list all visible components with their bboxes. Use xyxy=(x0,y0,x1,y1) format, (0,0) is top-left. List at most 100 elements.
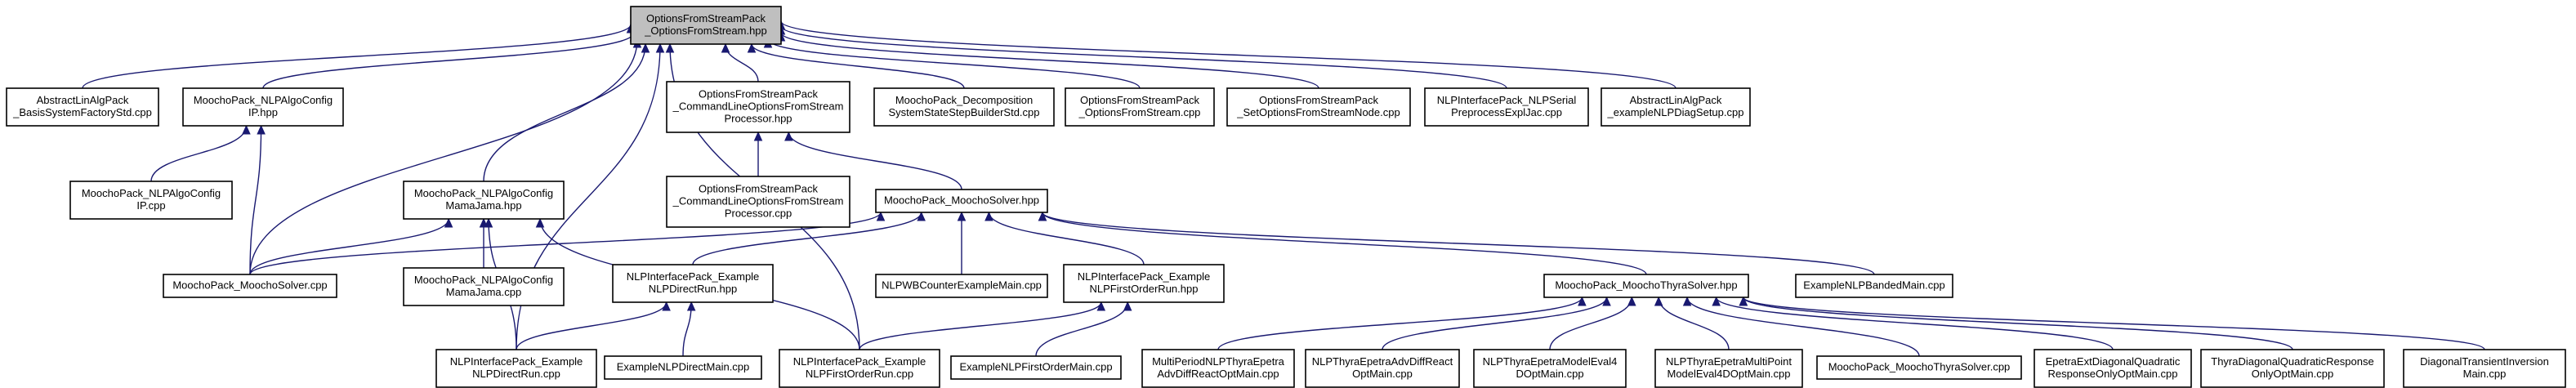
node-box xyxy=(69,181,233,220)
node-label-line: MoochoPack_MoochoThyraSolver.hpp xyxy=(1555,279,1737,292)
edge-abslin_basis-to-root xyxy=(82,24,632,89)
node-label-line: MamaJama.hpp xyxy=(445,199,521,212)
graph-node-banded[interactable]: ExampleNLPBandedMain.cpp xyxy=(1795,274,1953,298)
node-label-line: NLPInterfacePack_Example xyxy=(793,355,926,368)
node-label-line: _CommandLineOptionsFromStream xyxy=(672,195,844,207)
edge-arrowhead xyxy=(1123,301,1132,311)
graph-node-thyrasolver_hpp[interactable]: MoochoPack_MoochoThyraSolver.hpp xyxy=(1543,274,1749,298)
edge-arrowhead xyxy=(257,124,266,135)
edge-directrun_cpp-to-directrun_hpp xyxy=(516,301,667,350)
edge-arrowhead xyxy=(535,217,545,228)
node-label-line: ThyraDiagonalQuadraticResponse xyxy=(2211,355,2373,368)
node-label-line: OptMain.cpp xyxy=(1352,368,1413,380)
node-label-line: ModelEval4DOptMain.cpp xyxy=(1667,368,1790,380)
graph-node-directmain[interactable]: ExampleNLPDirectMain.cpp xyxy=(604,355,762,380)
node-box xyxy=(1795,274,1953,298)
node-label-line: _OptionsFromStream.hpp xyxy=(644,25,767,37)
node-label-line: NLPWBCounterExampleMain.cpp xyxy=(882,279,1042,292)
edge-mamajama_hpp-to-root xyxy=(483,43,646,182)
edge-arrowhead xyxy=(1602,296,1611,306)
edge-nlpserial-to-root xyxy=(780,25,1507,89)
node-box xyxy=(435,349,597,388)
node-box xyxy=(1305,349,1460,388)
edge-arrowhead xyxy=(784,131,793,141)
node-label-line: MoochoPack_NLPAlgoConfig xyxy=(414,187,553,199)
node-box xyxy=(6,87,159,127)
node-label-line: MoochoPack_NLPAlgoConfig xyxy=(414,274,553,286)
node-label-line: OptionsFromStreamPack xyxy=(1080,94,1199,106)
graph-node-root[interactable]: OptionsFromStreamPack_OptionsFromStream.… xyxy=(630,6,782,45)
edge-firstorderrun_hpp-to-moochosolver_hpp xyxy=(988,212,1145,265)
node-label-line: PreprocessExplJac.cpp xyxy=(1451,106,1562,118)
graph-node-abslin_example[interactable]: AbstractLinAlgPack_exampleNLPDiagSetup.c… xyxy=(1601,87,1751,127)
graph-node-cmdline_hpp[interactable]: OptionsFromStreamPack_CommandLineOptions… xyxy=(666,81,850,133)
node-label-line: MultiPeriodNLPThyraEpetra xyxy=(1152,355,1285,368)
graph-node-multiperiod[interactable]: MultiPeriodNLPThyraEpetraAdvDiffReactOpt… xyxy=(1141,349,1295,388)
graph-node-ofs_cpp[interactable]: OptionsFromStreamPack_OptionsFromStream.… xyxy=(1065,87,1215,127)
node-label-line: NLPInterfacePack_Example xyxy=(450,355,583,368)
graph-node-firstordermain[interactable]: ExampleNLPFirstOrderMain.cpp xyxy=(950,355,1122,380)
node-label-line: _BasisSystemFactoryStd.cpp xyxy=(12,106,152,118)
graph-node-abslin_basis[interactable]: AbstractLinAlgPack_BasisSystemFactoryStd… xyxy=(6,87,159,127)
edge-directrun_hpp-to-moochosolver_hpp xyxy=(692,212,922,265)
graph-node-thyrasolver_cpp[interactable]: MoochoPack_MoochoThyraSolver.cpp xyxy=(1816,355,2022,380)
graph-node-firstorderrun_cpp[interactable]: NLPInterfacePack_ExampleNLPFirstOrderRun… xyxy=(779,349,940,388)
node-label-line: ExampleNLPFirstOrderMain.cpp xyxy=(959,361,1112,373)
node-box xyxy=(779,349,940,388)
graph-node-firstorderrun_hpp[interactable]: NLPInterfacePack_ExampleNLPFirstOrderRun… xyxy=(1063,264,1225,303)
graph-node-multipoint[interactable]: NLPThyraEpetraMultiPointModelEval4DOptMa… xyxy=(1654,349,1803,388)
graph-node-thyradiag[interactable]: ThyraDiagonalQuadraticResponseOnlyOptMai… xyxy=(2200,349,2385,388)
node-label-line: DOptMain.cpp xyxy=(1516,368,1583,380)
node-box xyxy=(1063,264,1225,303)
node-box xyxy=(630,6,782,45)
edge-nlpalgoconfig_ip_cpp-to-nlpalgoconfig_ip_hpp xyxy=(150,125,248,182)
node-box xyxy=(2403,349,2566,388)
node-box xyxy=(1543,274,1749,298)
graph-node-epetraext[interactable]: EpetraExtDiagonalQuadraticResponseOnlyOp… xyxy=(2034,349,2192,388)
edge-arrowhead xyxy=(686,301,696,311)
edge-decomp-to-root xyxy=(751,43,965,89)
node-label-line: MoochoPack_NLPAlgoConfig xyxy=(194,94,333,106)
node-label-line: Processor.cpp xyxy=(725,207,792,220)
node-box xyxy=(403,181,565,220)
graph-node-setofs[interactable]: OptionsFromStreamPack_SetOptionsFromStre… xyxy=(1226,87,1411,127)
node-label-line: Main.cpp xyxy=(2463,368,2507,380)
edge-arrowhead xyxy=(917,211,926,221)
node-label-line: NLPDirectRun.cpp xyxy=(472,368,560,380)
node-label-line: EpetraExtDiagonalQuadratic xyxy=(2046,355,2181,368)
node-label-line: NLPInterfacePack_Example xyxy=(627,270,760,283)
node-label-line: NLPInterfacePack_NLPSerial xyxy=(1437,94,1577,106)
node-label-line: NLPInterfacePack_Example xyxy=(1078,270,1211,283)
node-label-line: OptionsFromStreamPack xyxy=(699,183,818,195)
node-box xyxy=(666,176,850,228)
graph-node-decomp[interactable]: MoochoPack_DecompositionSystemStateStepB… xyxy=(873,87,1055,127)
node-label-line: AdvDiffReactOptMain.cpp xyxy=(1157,368,1279,380)
node-label-line: _CommandLineOptionsFromStream xyxy=(672,100,844,113)
graph-node-cmdline_cpp[interactable]: OptionsFromStreamPack_CommandLineOptions… xyxy=(666,176,850,228)
edge-nlpalgoconfig_ip_hpp-to-root xyxy=(262,32,635,89)
node-box xyxy=(1226,87,1411,127)
edge-advdiff-to-thyrasolver_hpp xyxy=(1382,297,1608,350)
node-label-line: NLPFirstOrderRun.hpp xyxy=(1090,283,1199,295)
graph-node-nlpserial[interactable]: NLPInterfacePack_NLPSerialPreprocessExpl… xyxy=(1424,87,1589,127)
node-label-line: IP.hpp xyxy=(248,106,278,118)
graph-node-moochosolver_hpp[interactable]: MoochoPack_MoochoSolver.hpp xyxy=(875,189,1048,213)
edge-arrowhead xyxy=(484,217,493,228)
edge-diagtransient-to-thyrasolver_hpp xyxy=(1743,297,2485,350)
node-box xyxy=(604,355,762,380)
graph-node-nlpwb[interactable]: NLPWBCounterExampleMain.cpp xyxy=(875,274,1048,298)
node-box xyxy=(1424,87,1589,127)
node-label-line: NLPThyraEpetraMultiPoint xyxy=(1666,355,1792,368)
node-label-line: ExampleNLPDirectMain.cpp xyxy=(617,361,750,373)
graph-node-moochosolver_cpp[interactable]: MoochoPack_MoochoSolver.cpp xyxy=(163,274,337,298)
edge-abslin_example-to-root xyxy=(780,20,1676,89)
